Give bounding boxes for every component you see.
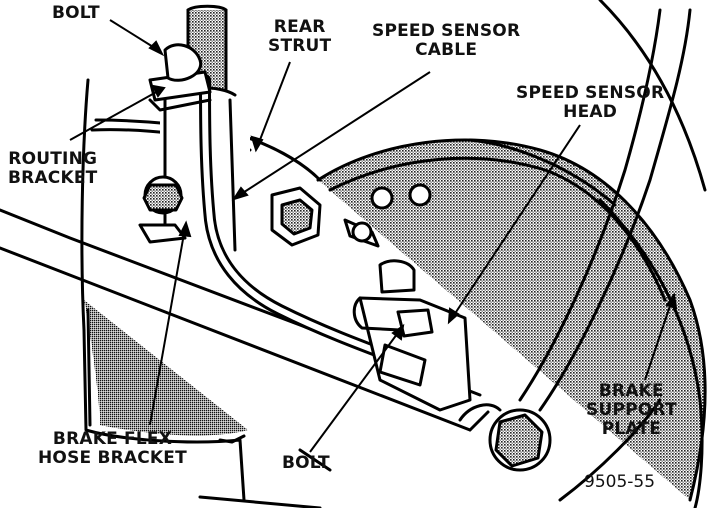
label-brake-flex-hose-bracket-line2: HOSE BRACKET xyxy=(38,448,187,468)
label-speed-sensor-head-line1: SPEED SENSOR xyxy=(516,83,665,103)
arrow-bolt-bottom xyxy=(391,323,405,341)
leader-rear-strut xyxy=(257,61,291,146)
brake-flex-hose-bracket-drawing xyxy=(138,223,187,244)
arrow-bolt-top xyxy=(148,40,165,57)
label-brake-support-plate-line2: SUPPORT xyxy=(586,400,677,420)
arrow-brake-support-plate xyxy=(665,292,678,310)
label-speed-sensor-head-line2: HEAD xyxy=(563,102,618,122)
label-brake-flex-hose-bracket-line1: BRAKE FLEX xyxy=(52,429,172,449)
routing-bracket-bolt-drawing xyxy=(142,175,184,215)
label-brake-flex-hose-bracket: BRAKE FLEX HOSE BRACKET xyxy=(38,430,187,468)
arrow-speed-sensor-head xyxy=(447,307,460,325)
leader-routing-bracket xyxy=(69,89,161,141)
brake-support-plate-drawing xyxy=(316,138,707,508)
label-rear-strut-line1: REAR xyxy=(273,17,326,37)
leader-brake-support-plate xyxy=(644,299,673,381)
arrow-brake-flex-hose-bracket xyxy=(178,220,192,238)
label-routing-bracket-line1: ROUTING xyxy=(8,149,98,169)
arrow-speed-sensor-cable xyxy=(231,186,249,201)
leader-speed-sensor-head xyxy=(451,124,581,319)
label-rear-strut-line2: STRUT xyxy=(268,36,332,56)
leader-brake-flex-hose-bracket xyxy=(149,227,186,426)
arrow-routing-bracket xyxy=(151,84,166,98)
label-routing-bracket-line2: BRACKET xyxy=(8,168,98,188)
misc-lines-drawing xyxy=(198,434,332,508)
label-rear-strut: REAR STRUT xyxy=(268,18,331,56)
speed-sensor-head-drawing xyxy=(352,259,472,412)
label-speed-sensor-cable-line2: CABLE xyxy=(415,40,478,60)
label-bolt-top-text: BOLT xyxy=(52,3,100,23)
support-arm-drawing xyxy=(518,0,707,412)
label-brake-support-plate-line1: BRAKE xyxy=(598,381,664,401)
speed-sensor-cable-drawing xyxy=(199,74,406,366)
label-bolt-bottom-text: BOLT xyxy=(282,453,330,473)
leader-bolt-top xyxy=(109,19,159,51)
arrow-rear-strut xyxy=(250,135,264,153)
label-brake-support-plate: BRAKE SUPPORT PLATE xyxy=(586,382,677,439)
label-brake-support-plate-line3: PLATE xyxy=(601,419,662,439)
label-speed-sensor-cable-line1: SPEED SENSOR xyxy=(372,21,521,41)
lower-right-bolt-drawing xyxy=(458,403,552,472)
label-speed-sensor-cable: SPEED SENSOR CABLE xyxy=(372,22,520,60)
leader-lines xyxy=(69,19,678,453)
label-routing-bracket: ROUTING BRACKET xyxy=(8,150,97,188)
label-bolt-top: BOLT xyxy=(52,4,100,23)
label-bolt-bottom: BOLT xyxy=(282,454,330,473)
leader-bolt-bottom xyxy=(309,329,401,453)
figure-number: 9505-55 xyxy=(584,472,656,492)
label-speed-sensor-head: SPEED SENSOR HEAD xyxy=(516,84,664,122)
strut-nut-drawing xyxy=(270,186,322,247)
leader-speed-sensor-cable xyxy=(237,71,431,197)
plate-nuts-drawing xyxy=(343,183,432,248)
